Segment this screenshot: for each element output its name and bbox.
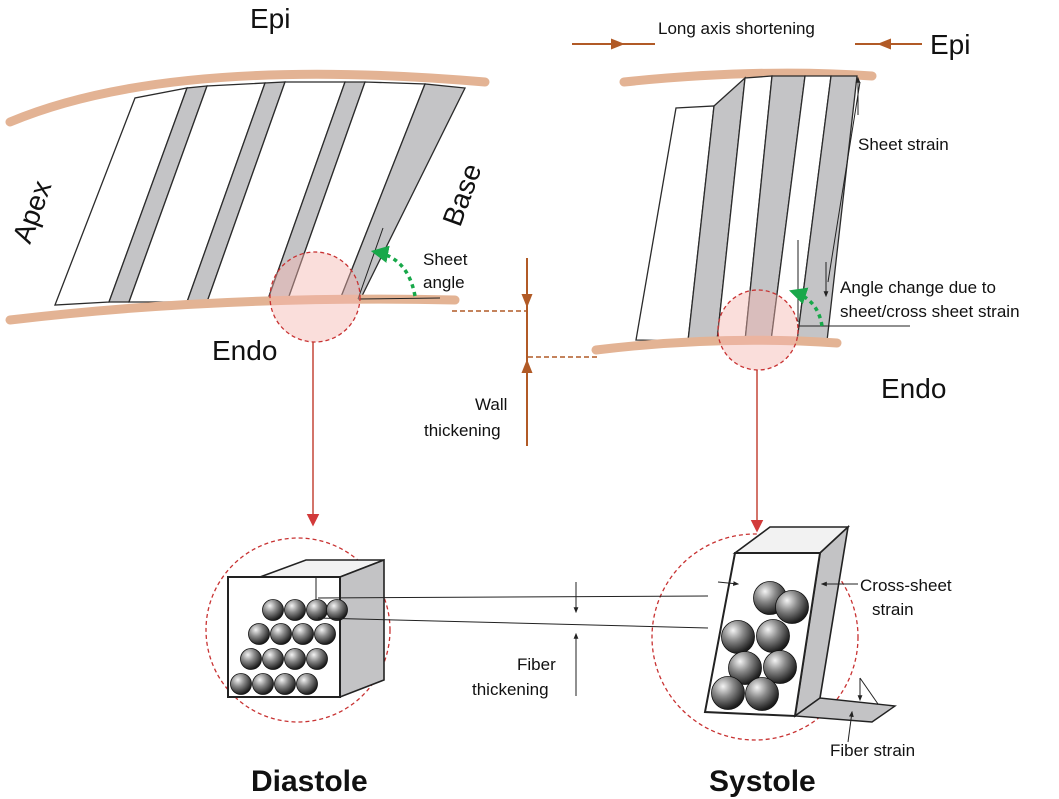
fiber-strain-label: Fiber strain	[830, 741, 915, 760]
diastole-fibers	[230, 599, 348, 695]
epicardium-curve-right	[619, 68, 877, 87]
muscle-fiber	[252, 673, 274, 695]
wall-thickening-label-line1: Wall	[475, 395, 507, 414]
muscle-fiber	[284, 648, 306, 670]
wall-thickening-indicator	[452, 258, 598, 446]
endo-label-left: Endo	[212, 335, 277, 366]
diastole-zoom-circle	[205, 537, 391, 723]
sheet-angle-baseline	[357, 297, 441, 300]
endocardium-curve-left	[5, 294, 460, 325]
wall-thickening-label-line2: thickening	[424, 421, 501, 440]
muscle-fiber	[292, 623, 314, 645]
endocardium-curve-right	[591, 335, 842, 355]
base-label: Base	[437, 159, 488, 230]
muscle-fiber	[284, 599, 306, 621]
cross-sheet-strain-label-line1: Cross-sheet	[860, 576, 952, 595]
muscle-fiber	[745, 677, 779, 711]
sheet-strain-guide	[827, 81, 861, 283]
muscle-fiber	[262, 648, 284, 670]
muscle-fiber	[721, 620, 755, 654]
endo-label-right: Endo	[881, 373, 946, 404]
sheet-angle-label-line1: Sheet	[423, 250, 468, 269]
epi-label-right: Epi	[930, 29, 970, 60]
systole-fibers	[711, 581, 809, 711]
angle-change-label-line2: sheet/cross sheet strain	[840, 302, 1020, 321]
diastole-wall-segment	[5, 69, 490, 343]
muscle-fiber	[274, 673, 296, 695]
sheet-stack-right	[635, 75, 858, 342]
fiber-strain-indicator	[847, 677, 879, 743]
sheet-angle-arc-icon	[370, 245, 417, 297]
muscle-fiber	[326, 599, 348, 621]
sheet-angle-label-line2: angle	[423, 273, 465, 292]
muscle-fiber	[240, 648, 262, 670]
systole-wall-segment	[591, 68, 910, 371]
muscle-fiber	[248, 623, 270, 645]
sheet-angle-edge	[357, 227, 384, 300]
epicardium-curve-left	[5, 69, 490, 127]
diastole-block-side	[339, 558, 385, 699]
muscle-fiber	[314, 623, 336, 645]
systole-fiber-extension	[793, 697, 897, 723]
epi-label-left: Epi	[250, 3, 290, 34]
endo-highlight-left	[269, 251, 361, 343]
muscle-fiber	[775, 590, 809, 624]
muscle-fiber	[262, 599, 284, 621]
systole-title: Systole	[709, 765, 816, 798]
muscle-fiber	[270, 623, 292, 645]
angle-change-arc-icon	[789, 287, 824, 327]
sheet-stack-left	[54, 81, 466, 306]
fiber-thickening-label-line2: thickening	[472, 680, 549, 699]
muscle-fiber	[230, 673, 252, 695]
muscle-fiber	[306, 599, 328, 621]
cross-sheet-strain-label-line2: strain	[872, 600, 914, 619]
muscle-fiber	[763, 650, 797, 684]
sheet-strain-label: Sheet strain	[858, 135, 949, 154]
apex-label: Apex	[7, 176, 58, 247]
muscle-fiber	[728, 651, 762, 685]
muscle-fiber	[756, 619, 790, 653]
systole-zoom-circle	[651, 533, 859, 741]
fiber-thickening-label-line1: Fiber	[517, 655, 556, 674]
long-axis-shortening-label: Long axis shortening	[658, 19, 815, 38]
fiber-thickening-indicator	[317, 582, 709, 696]
muscle-fiber	[296, 673, 318, 695]
endo-highlight-right	[717, 289, 799, 371]
diastole-title: Diastole	[251, 765, 368, 798]
systole-fiber-block	[651, 524, 897, 741]
cross-sheet-strain-indicator	[717, 581, 858, 587]
angle-change-label-line1: Angle change due to	[840, 278, 996, 297]
muscle-fiber	[711, 676, 745, 710]
diastole-fiber-block	[205, 537, 391, 723]
muscle-fiber	[306, 648, 328, 670]
